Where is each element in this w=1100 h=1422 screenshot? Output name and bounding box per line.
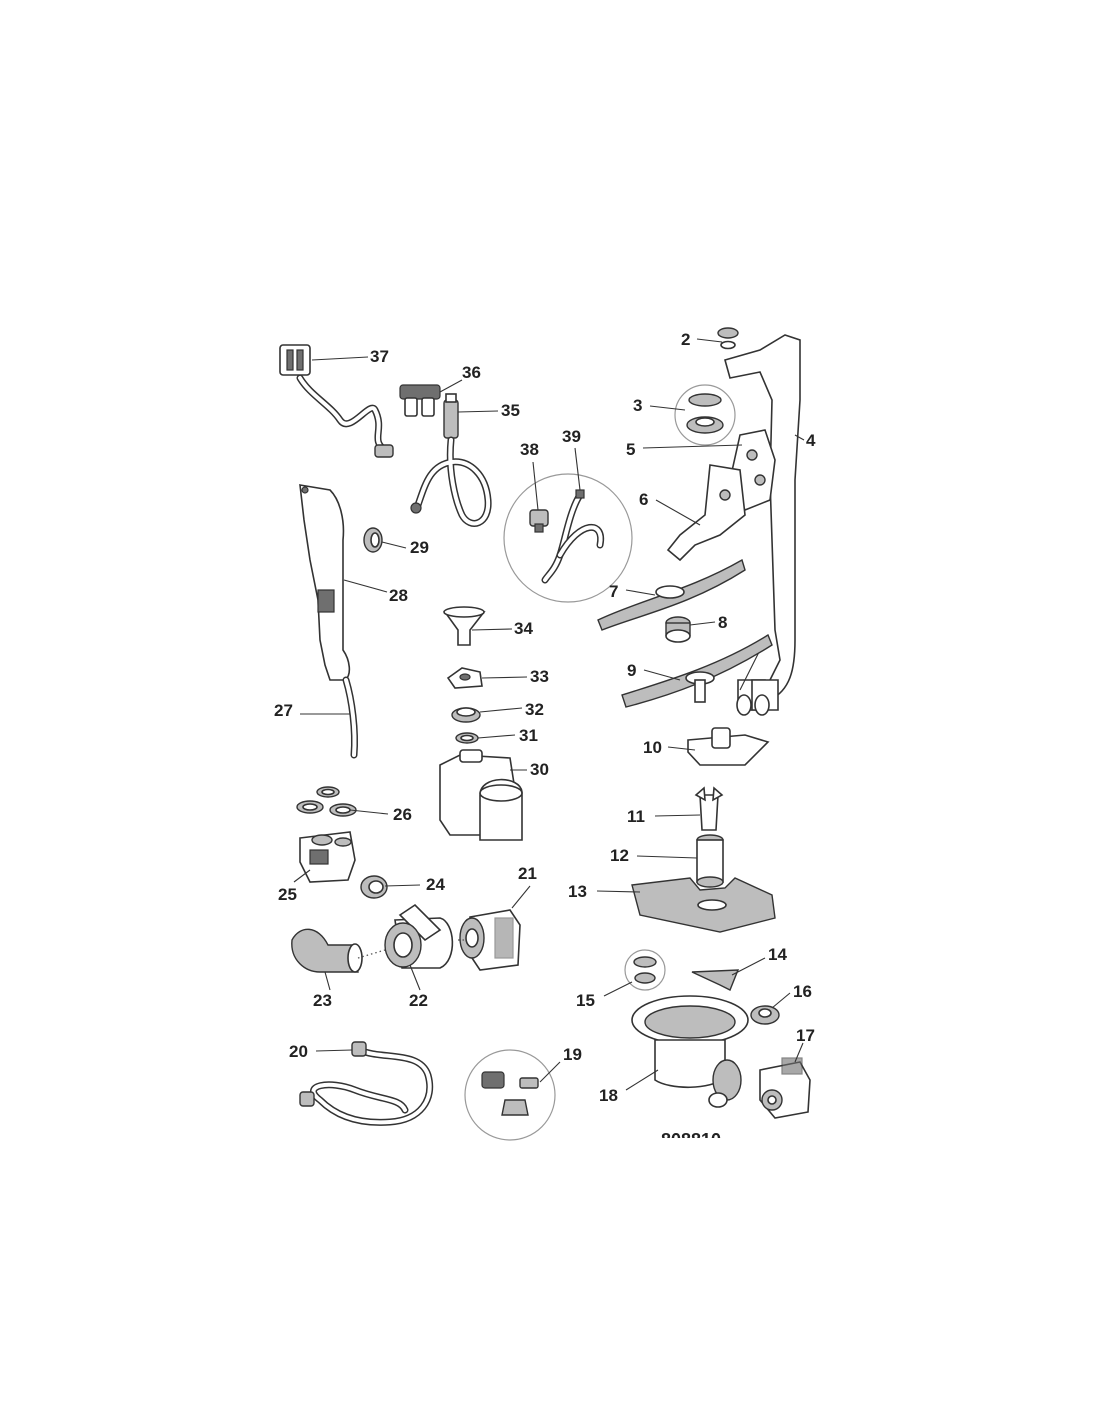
callout-20: 20 <box>289 1042 308 1061</box>
leader-lines <box>293 338 805 1091</box>
callout-10: 10 <box>643 738 662 757</box>
part-20-drain-hose <box>299 1041 434 1126</box>
callout-15: 15 <box>576 991 595 1010</box>
part-11-pipe <box>694 786 724 831</box>
callout-23: 23 <box>313 991 332 1010</box>
callout-21: 21 <box>518 864 537 883</box>
callout-36: 36 <box>462 363 481 382</box>
part-39-hose <box>541 489 605 584</box>
part-17-drain-pump <box>759 1057 811 1119</box>
callout-39: 39 <box>562 427 581 446</box>
part-8-nut <box>665 616 691 643</box>
part-38-valve <box>529 509 549 533</box>
callout-30: 30 <box>530 760 549 779</box>
part-27-hose <box>342 676 358 759</box>
part-22-pump <box>384 903 454 969</box>
callout-34: 34 <box>514 619 533 638</box>
callout-12: 12 <box>610 846 629 865</box>
callout-11: 11 <box>627 807 645 826</box>
part-12-filter-tube <box>696 834 724 888</box>
part-36-connector <box>399 384 441 417</box>
part-14-bracket <box>691 969 740 991</box>
callout-18: 18 <box>599 1086 618 1105</box>
part-24-coupling <box>360 875 388 899</box>
part-10-arm-support <box>687 727 770 766</box>
part-6-arm-holder <box>666 464 746 562</box>
callout-38: 38 <box>520 440 539 459</box>
part-37-connector-cable <box>279 344 394 458</box>
callout-16: 16 <box>793 982 812 1001</box>
part-3-sprinkler <box>674 384 736 446</box>
callout-7: 7 <box>609 582 618 601</box>
callout-5: 5 <box>626 440 635 459</box>
callout-22: 22 <box>409 991 428 1010</box>
callout-13: 13 <box>568 882 587 901</box>
callout-9: 9 <box>627 661 636 680</box>
callout-17: 17 <box>796 1026 815 1045</box>
part-35-inlet-hose <box>410 393 492 527</box>
part-25-housing <box>299 831 356 883</box>
part-26-rings <box>296 786 357 817</box>
drawing-code-clip: 808810 <box>661 1130 721 1150</box>
part-16-cap <box>750 1005 780 1025</box>
callout-14: 14 <box>768 945 787 964</box>
part-21-motor <box>459 909 521 971</box>
part-7-upper-spray-arm <box>597 558 746 631</box>
part-9-lower-spray-arm <box>621 633 773 708</box>
callout-2: 2 <box>681 330 690 349</box>
part-28-side-panel <box>299 484 351 681</box>
part-13-filter-plate <box>631 877 776 933</box>
part-33-cap <box>446 667 483 689</box>
callout-4: 4 <box>806 431 816 450</box>
callout-33: 33 <box>530 667 549 686</box>
part-34-funnel <box>443 606 486 646</box>
callout-32: 32 <box>525 700 544 719</box>
part-18-sump <box>631 995 749 1108</box>
part-32-nut <box>451 707 481 723</box>
part-29-cap <box>363 527 383 553</box>
part-31-ring <box>455 732 479 744</box>
callout-35: 35 <box>501 401 520 420</box>
part-30-salt-container <box>439 749 523 841</box>
callout-29: 29 <box>410 538 429 557</box>
part-group-38-39 <box>503 473 633 603</box>
part-23-elbow-hose <box>291 928 363 973</box>
callout-28: 28 <box>389 586 408 605</box>
callout-6: 6 <box>639 490 648 509</box>
callout-37: 37 <box>370 347 389 366</box>
callout-25: 25 <box>278 885 297 904</box>
drawing-code: 808810 <box>661 1130 721 1150</box>
part-19-group <box>464 1049 556 1141</box>
callout-26: 26 <box>393 805 412 824</box>
callout-3: 3 <box>633 396 642 415</box>
callout-8: 8 <box>718 613 727 632</box>
callout-31: 31 <box>519 726 538 745</box>
callout-labels: 2 3 4 5 6 7 8 9 10 11 12 13 14 15 16 17 … <box>274 330 816 1105</box>
callout-24: 24 <box>426 875 445 894</box>
callout-19: 19 <box>563 1045 582 1064</box>
part-2-nut <box>717 327 739 350</box>
part-15-valve <box>624 949 666 991</box>
callout-27: 27 <box>274 701 293 720</box>
